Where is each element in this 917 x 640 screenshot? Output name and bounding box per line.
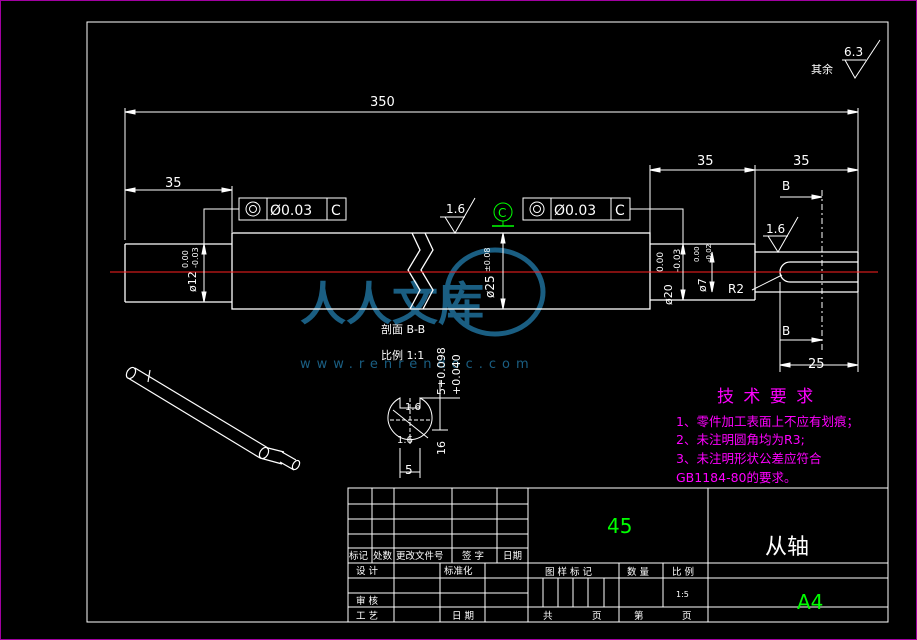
gdt-left-value: Ø0.03 — [270, 203, 312, 219]
tb-part-name: 从轴 — [765, 535, 809, 560]
dim-keyway-text: 25 — [808, 357, 825, 372]
roughness-general: 其余 6.3 — [811, 39, 881, 79]
dim-overall-text: 350 — [370, 95, 395, 110]
dim-right-a — [649, 165, 859, 248]
radius-leader — [751, 274, 783, 291]
roughness-section-value-1: 1.6 — [405, 402, 421, 413]
dim-overall — [124, 108, 859, 268]
tech-req-title: 技 术 要 求 — [717, 387, 815, 407]
gdt-frame-left — [203, 197, 347, 244]
dim-dia-small-text: ø7 — [696, 278, 709, 292]
roughness-right — [763, 216, 799, 253]
dim-dia-left — [201, 243, 207, 303]
datum-marker: C — [492, 202, 514, 227]
tb-header-mark: 标记 — [349, 550, 369, 562]
section-height-tol2: +0.040 — [450, 354, 463, 395]
title-block — [347, 487, 889, 623]
dim-left-end-text: 35 — [165, 176, 182, 191]
dim-dia-mid — [500, 232, 506, 310]
tb-process: 工 艺 — [356, 611, 378, 622]
dim-radius-text: R2 — [728, 282, 744, 296]
tb-sheet-no: 第 — [634, 610, 644, 622]
roughness-section-value-2: 1.6 — [397, 435, 413, 446]
shaft-3d-preview — [125, 366, 301, 471]
tb-scale: 比 例 — [672, 566, 694, 578]
gdt-right-datum: C — [615, 203, 625, 219]
roughness-general-label: 其余 — [811, 62, 833, 76]
tb-sheet-page: 页 — [682, 611, 692, 622]
dim-dia-left-text: ø12 — [186, 271, 199, 292]
dim-dia-mid-text: ø25 — [483, 275, 497, 298]
tech-req-item-1: 1、零件加工表面上不应有划痕； — [676, 414, 859, 429]
tech-req-item-2: 2、未注明圆角均为R3; — [676, 432, 805, 447]
gdt-left-datum: C — [331, 203, 341, 219]
dim-dia-right-tol-lo: -0.03 — [673, 249, 683, 272]
section-mark-top: B — [782, 179, 790, 193]
dim-dia-mid-tol: ±0.08 — [483, 247, 492, 272]
tb-total: 共 — [543, 611, 553, 622]
dim-dia-right — [680, 243, 715, 301]
tb-header-date: 日期 — [503, 551, 522, 562]
tb-material: 45 — [607, 514, 632, 538]
tb-scale-value: 1:5 — [676, 590, 689, 599]
gdt-frame-right — [522, 197, 684, 244]
section-mark-bottom: B — [782, 324, 790, 338]
roughness-general-value: 6.3 — [844, 45, 863, 59]
tech-req-item-3: 3、未注明形状公差应符合 — [676, 451, 822, 466]
section-dia-text: 16 — [435, 441, 448, 455]
tb-standardize: 标准化 — [444, 565, 473, 577]
watermark-url: www.renrendoc.com — [300, 357, 535, 372]
tb-design: 设 计 — [356, 565, 379, 577]
section-view — [387, 380, 460, 478]
roughness-right-value: 1.6 — [766, 222, 785, 236]
section-title: 剖面 B-B — [381, 322, 425, 336]
roughness-mid — [440, 197, 476, 234]
tb-header-doc: 更改文件号 — [396, 550, 444, 562]
tb-weight: 数 量 — [627, 566, 650, 578]
tb-header-sign: 签 字 — [462, 550, 484, 562]
gdt-right-value: Ø0.03 — [554, 203, 596, 219]
dim-right-a-text: 35 — [697, 154, 714, 169]
shaft-outline — [124, 232, 859, 310]
section-cut-markers — [779, 190, 859, 372]
tb-drawing-mark: 图 样 标 记 — [545, 566, 593, 578]
datum-marker-text: C — [498, 206, 506, 220]
dim-right-b-text: 35 — [793, 154, 810, 169]
watermark: 人人文库 www.renrendoc.com — [300, 247, 546, 372]
tech-req-item-4: GB1184-80的要求。 — [676, 470, 797, 485]
dim-dia-small-tol-up: 0.00 — [693, 246, 701, 262]
tb-sheet: 页 — [592, 611, 602, 622]
dim-dia-small-tol-lo: -0.02 — [705, 244, 713, 262]
tb-review: 审 核 — [356, 595, 379, 607]
tb-sheet-size: A4 — [797, 590, 823, 614]
section-width-text: 5 — [405, 463, 413, 477]
dim-dia-left-tol-up: 0.00 — [181, 250, 190, 268]
roughness-mid-value: 1.6 — [446, 202, 465, 216]
dim-dia-right-tol-up: 0.00 — [656, 252, 666, 272]
tb-date: 日 期 — [452, 611, 474, 622]
watermark-text: 人人文库 — [300, 277, 484, 331]
dim-dia-right-text: ø20 — [662, 284, 675, 305]
section-height-tol1: 5+0.098 — [435, 347, 448, 395]
tb-header-count: 处数 — [373, 550, 393, 562]
dim-dia-left-tol-lo: -0.03 — [191, 247, 200, 268]
section-scale: 比例 1:1 — [381, 348, 424, 362]
